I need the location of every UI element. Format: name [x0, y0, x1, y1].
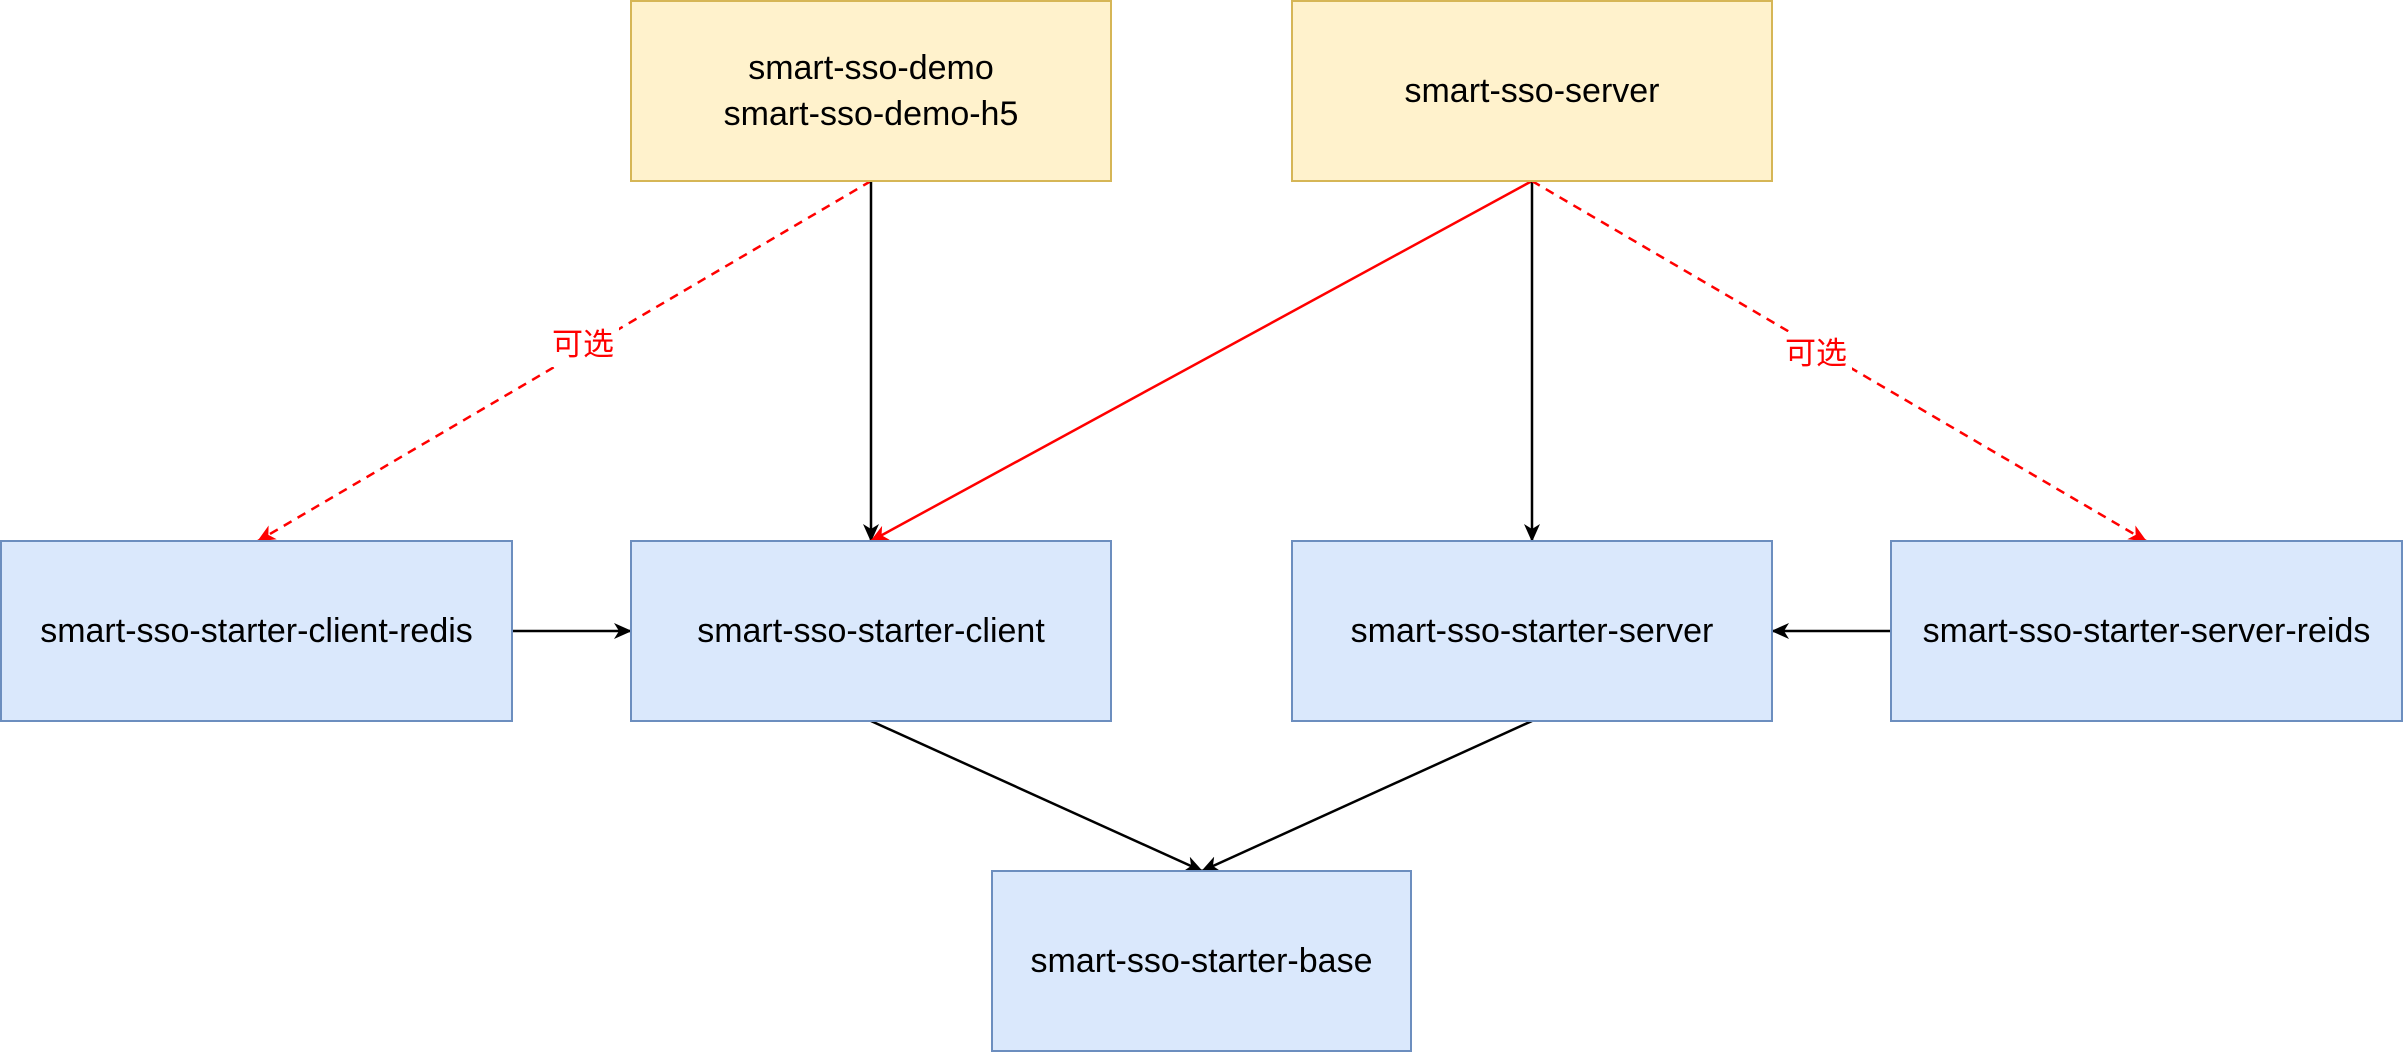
edge-client-to-base — [870, 719, 1203, 873]
node-label: smart-sso-demo-h5 — [724, 95, 1019, 133]
node-box[interactable] — [630, 540, 1112, 722]
node-base[interactable]: smart-sso-starter-base — [991, 870, 1412, 1052]
node-box[interactable] — [1291, 0, 1773, 182]
edge-starter-server-to-base — [1201, 719, 1533, 873]
node-label: smart-sso-starter-client — [697, 612, 1045, 650]
node-starter-server[interactable]: smart-sso-starter-server — [1291, 540, 1773, 722]
node-demo[interactable]: smart-sso-demo smart-sso-demo-h5 — [630, 0, 1112, 182]
node-client-redis[interactable]: smart-sso-starter-client-redis — [0, 540, 513, 722]
edge-label-bg — [547, 323, 619, 367]
node-label: smart-sso-starter-server-reids — [1923, 612, 2371, 650]
node-label: smart-sso-starter-client-redis — [40, 612, 473, 650]
node-server[interactable]: smart-sso-server — [1291, 0, 1773, 182]
node-box[interactable] — [991, 870, 1412, 1052]
edges-layer — [257, 179, 2147, 873]
node-box[interactable] — [1291, 540, 1773, 722]
node-label: smart-sso-starter-base — [1031, 942, 1373, 980]
node-client[interactable]: smart-sso-starter-client — [630, 540, 1112, 722]
labels-layer: 可选 可选 — [547, 323, 1852, 376]
node-label: smart-sso-starter-server — [1351, 612, 1714, 650]
node-box[interactable] — [1890, 540, 2403, 722]
node-server-reids[interactable]: smart-sso-starter-server-reids — [1890, 540, 2403, 722]
node-box[interactable] — [0, 540, 513, 722]
edge-label-optional: 可选 — [1785, 336, 1847, 372]
edge-label-optional: 可选 — [552, 327, 614, 363]
edge-server-to-client — [870, 179, 1533, 543]
node-label: smart-sso-demo — [748, 49, 994, 87]
edge-label-bg — [1780, 332, 1852, 376]
node-box[interactable] — [630, 0, 1112, 182]
node-label: smart-sso-server — [1404, 72, 1659, 110]
